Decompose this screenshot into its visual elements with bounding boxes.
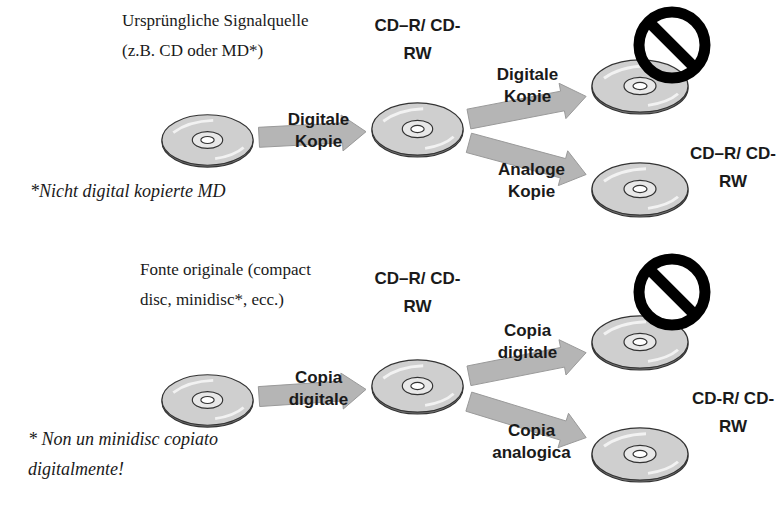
disc-outline	[590, 160, 690, 218]
source-caption: Fonte originale (compact disc, minidisc*…	[140, 255, 330, 315]
source-caption: Ursprüngliche Signalquelle (z.B. CD oder…	[122, 6, 327, 66]
copy-arrow	[467, 340, 586, 386]
disc-node: Fonte originale (compact disc, minidisc*…	[160, 372, 255, 428]
media-label: CD-R/ CD-RW	[688, 385, 778, 441]
disc-surface	[592, 428, 688, 480]
disc-highlight	[604, 434, 646, 447]
disc-highlight	[383, 109, 423, 122]
disc-hub	[192, 392, 222, 409]
prohibition-ring	[639, 12, 705, 78]
disc-surface	[162, 115, 253, 165]
disc-node	[590, 160, 690, 218]
disc-highlight	[215, 407, 244, 418]
disc-highlight	[648, 350, 678, 362]
disc-highlight	[215, 147, 244, 158]
disc-hub	[624, 333, 656, 350]
disc-hole	[411, 125, 424, 132]
disc-highlight	[425, 394, 454, 406]
disc-surface	[592, 60, 688, 112]
disc-highlight	[604, 169, 646, 182]
disc-surface	[372, 103, 463, 155]
media-label: CD–R/ CD-RW	[370, 12, 465, 68]
disc-outline	[370, 357, 465, 415]
copy-arrow	[259, 115, 367, 151]
disc-highlight	[383, 366, 423, 379]
copy-arrow	[258, 373, 366, 409]
disc-hub	[192, 132, 222, 149]
disc-node: CD–R/ CD-RW	[370, 357, 465, 415]
disc-surface	[592, 163, 688, 215]
disc-surface	[162, 375, 253, 425]
copy-arrow	[466, 133, 586, 185]
prohibition-sign	[639, 12, 705, 78]
prohibition-ring	[639, 259, 705, 325]
disc-outline	[160, 372, 255, 428]
copy-arrow	[467, 83, 586, 129]
disc-hole	[633, 185, 647, 192]
disc-node: CD–R/ CD-RW	[370, 100, 465, 158]
disc-highlight	[173, 120, 213, 132]
disc-highlight	[604, 322, 646, 335]
disc-highlight	[648, 462, 678, 474]
disc-highlight	[173, 380, 213, 392]
media-label: CD–R/ CD-RW	[688, 140, 778, 196]
disc-hole	[411, 382, 424, 389]
disc-hub	[624, 77, 656, 94]
disc-hub	[624, 180, 656, 197]
disc-hole	[633, 82, 647, 89]
disc-hole	[633, 450, 647, 457]
disc-hub	[402, 120, 432, 137]
disc-hole	[201, 136, 214, 143]
disc-node: Ursprüngliche Signalquelle (z.B. CD oder…	[160, 112, 255, 168]
prohibition-sign	[639, 259, 705, 325]
copy-arrow	[466, 392, 586, 448]
prohibition-slash	[649, 22, 695, 68]
disc-hub	[402, 377, 432, 394]
disc-outline	[370, 100, 465, 158]
disc-hole	[633, 338, 647, 345]
media-label: CD–R/ CD-RW	[370, 265, 465, 321]
disc-hub	[624, 445, 656, 462]
footnote: *Nicht digital kopierte MD	[30, 176, 290, 206]
disc-node	[590, 425, 690, 483]
disc-highlight	[604, 66, 646, 79]
disc-outline	[590, 425, 690, 483]
disc-highlight	[648, 94, 678, 106]
disc-highlight	[425, 137, 454, 149]
disc-highlight	[648, 197, 678, 209]
disc-surface	[372, 360, 463, 412]
footnote: * Non un minidisc copiato digitalmente!	[28, 424, 243, 484]
prohibition-slash	[649, 269, 695, 315]
disc-outline	[160, 112, 255, 168]
disc-hole	[201, 396, 214, 403]
